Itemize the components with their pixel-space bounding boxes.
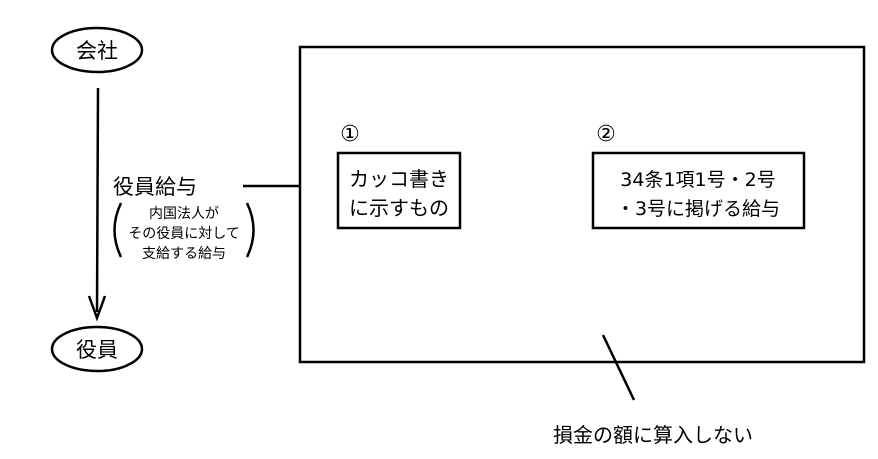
item-1-line-1: カッコ書き (349, 167, 449, 191)
left-paren (113, 202, 123, 258)
item-1: ① カッコ書き に示すもの (336, 122, 462, 230)
company-label: 会社 (76, 39, 118, 63)
definition-parenthetical: 内国法人が その役員に対して 支給する給与 (113, 202, 255, 262)
right-paren (245, 202, 255, 258)
arrow-head-icon (87, 295, 107, 322)
arrow-shaft (95, 87, 100, 313)
callout-line (601, 334, 636, 401)
item-2-number: ② (596, 122, 616, 147)
definition-line-3: 支給する給与 (142, 246, 226, 262)
item-1-box (336, 151, 462, 230)
officer-ellipse (50, 325, 144, 373)
company-node: 会社 (50, 26, 144, 74)
officer-node: 役員 (50, 325, 144, 373)
non-deductible-box (298, 45, 866, 364)
item-2: ② 34条1項1号・2号 ・3号に掲げる給与 (591, 122, 806, 230)
item-2-line-1: 34条1項1号・2号 (620, 169, 775, 191)
company-ellipse (50, 26, 144, 74)
item-1-number: ① (340, 122, 360, 147)
item-2-line-2: ・3号に掲げる給与 (616, 198, 780, 220)
payment-arrow (87, 87, 107, 322)
item-1-line-2: に示すもの (349, 196, 449, 220)
officer-compensation-title: 役員給与 (113, 175, 197, 199)
definition-line-2: その役員に対して (128, 226, 240, 242)
officer-label: 役員 (76, 338, 118, 362)
conclusion-text: 損金の額に算入しない (553, 423, 753, 447)
item-2-box (591, 151, 806, 230)
definition-line-1: 内国法人が (149, 206, 219, 222)
